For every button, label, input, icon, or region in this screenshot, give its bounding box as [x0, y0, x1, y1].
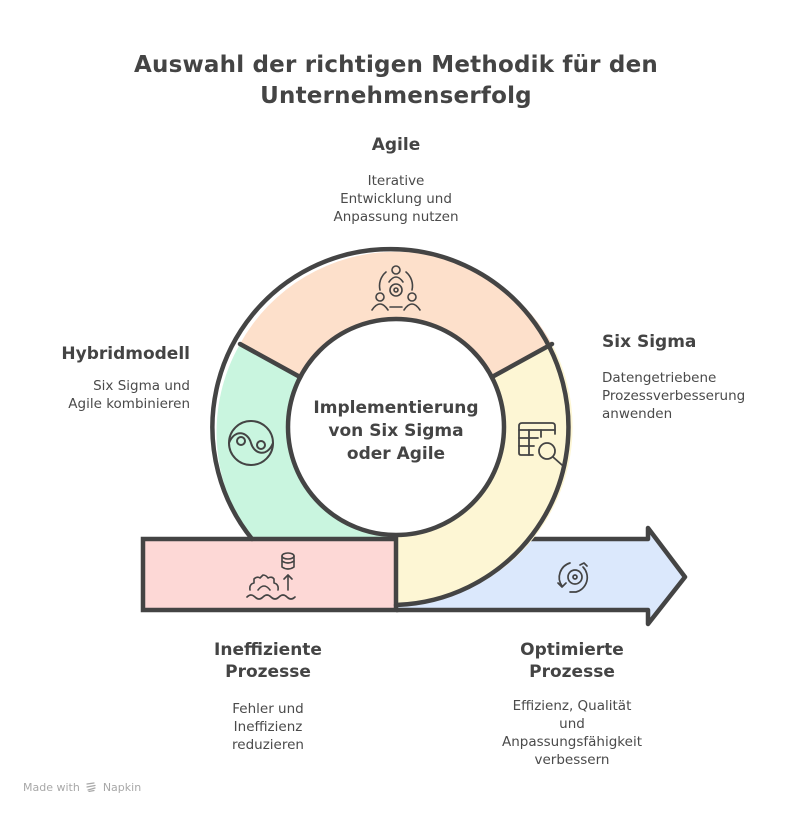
inefficient-label-line: Ineffiziente: [214, 640, 322, 660]
hybrid-desc-line: Six Sigma und: [93, 378, 190, 394]
center-label: Implementierung von Six Sigma oder Agile: [296, 397, 496, 466]
optimized-label: Optimierte Prozesse: [472, 639, 672, 683]
gear-database-waves-icon: [246, 552, 296, 600]
optimized-desc-line: Anpassungsfähigkeit: [501, 734, 642, 750]
inefficient-label-line: Prozesse: [225, 662, 311, 682]
optimized-description: Effizienz, Qualität und Anpassungsfähigk…: [462, 697, 682, 769]
agile-segment: [240, 251, 552, 376]
inefficient-desc-line: reduzieren: [232, 737, 304, 753]
agile-desc-line: Entwicklung und: [340, 191, 452, 207]
agile-desc-line: Iterative: [367, 173, 425, 189]
yin-yang-icon: [228, 420, 274, 466]
agile-desc-line: Anpassung nutzen: [333, 209, 459, 225]
six-sigma-desc-line: Datengetriebene: [602, 370, 717, 386]
team-gear-icon: [371, 265, 421, 311]
title-line-1: Auswahl der richtigen Methodik für den: [134, 52, 658, 78]
optimized-desc-line: verbessern: [534, 752, 610, 768]
diagram-title: Auswahl der richtigen Methodik für den U…: [0, 50, 792, 112]
optimized-label-line: Optimierte: [520, 640, 624, 660]
six-sigma-label: Six Sigma: [602, 332, 697, 352]
hybrid-description: Six Sigma und Agile kombinieren: [20, 377, 190, 413]
inefficient-description: Fehler und Ineffizienz reduzieren: [178, 700, 358, 754]
center-line-3: oder Agile: [346, 444, 446, 464]
optimized-desc-line: Effizienz, Qualität: [512, 698, 632, 714]
inefficient-box-shape: [140, 536, 399, 613]
inefficient-label: Ineffiziente Prozesse: [178, 639, 358, 683]
agile-description: Iterative Entwicklung und Anpassung nutz…: [296, 172, 496, 226]
six-sigma-desc-line: Prozessverbesserung: [602, 388, 746, 404]
title-line-2: Unternehmenserfolg: [260, 83, 532, 109]
footer-watermark: Made with Napkin: [23, 781, 141, 794]
hybrid-segment: [216, 344, 396, 539]
hybrid-desc-line: Agile kombinieren: [68, 396, 190, 412]
napkin-brand-text: Napkin: [102, 781, 142, 794]
six-sigma-description: Datengetriebene Prozessverbesserung anwe…: [602, 369, 782, 423]
hybrid-label: Hybridmodell: [61, 344, 190, 364]
center-line-1: Implementierung: [313, 398, 479, 418]
six-sigma-desc-line: anwenden: [602, 406, 673, 422]
napkin-logo-icon: [86, 782, 96, 792]
inefficient-desc-line: Ineffizienz: [233, 719, 303, 735]
center-line-2: von Six Sigma: [328, 421, 464, 441]
agile-label: Agile: [371, 135, 421, 155]
gear-cycle-icon: [557, 562, 589, 593]
optimized-desc-line: und: [559, 716, 585, 732]
table-search-icon: [518, 422, 563, 466]
optimized-label-line: Prozesse: [529, 662, 615, 682]
inefficient-desc-line: Fehler und: [232, 701, 304, 717]
ring-outline: [210, 246, 571, 608]
made-with-text: Made with: [23, 781, 80, 794]
